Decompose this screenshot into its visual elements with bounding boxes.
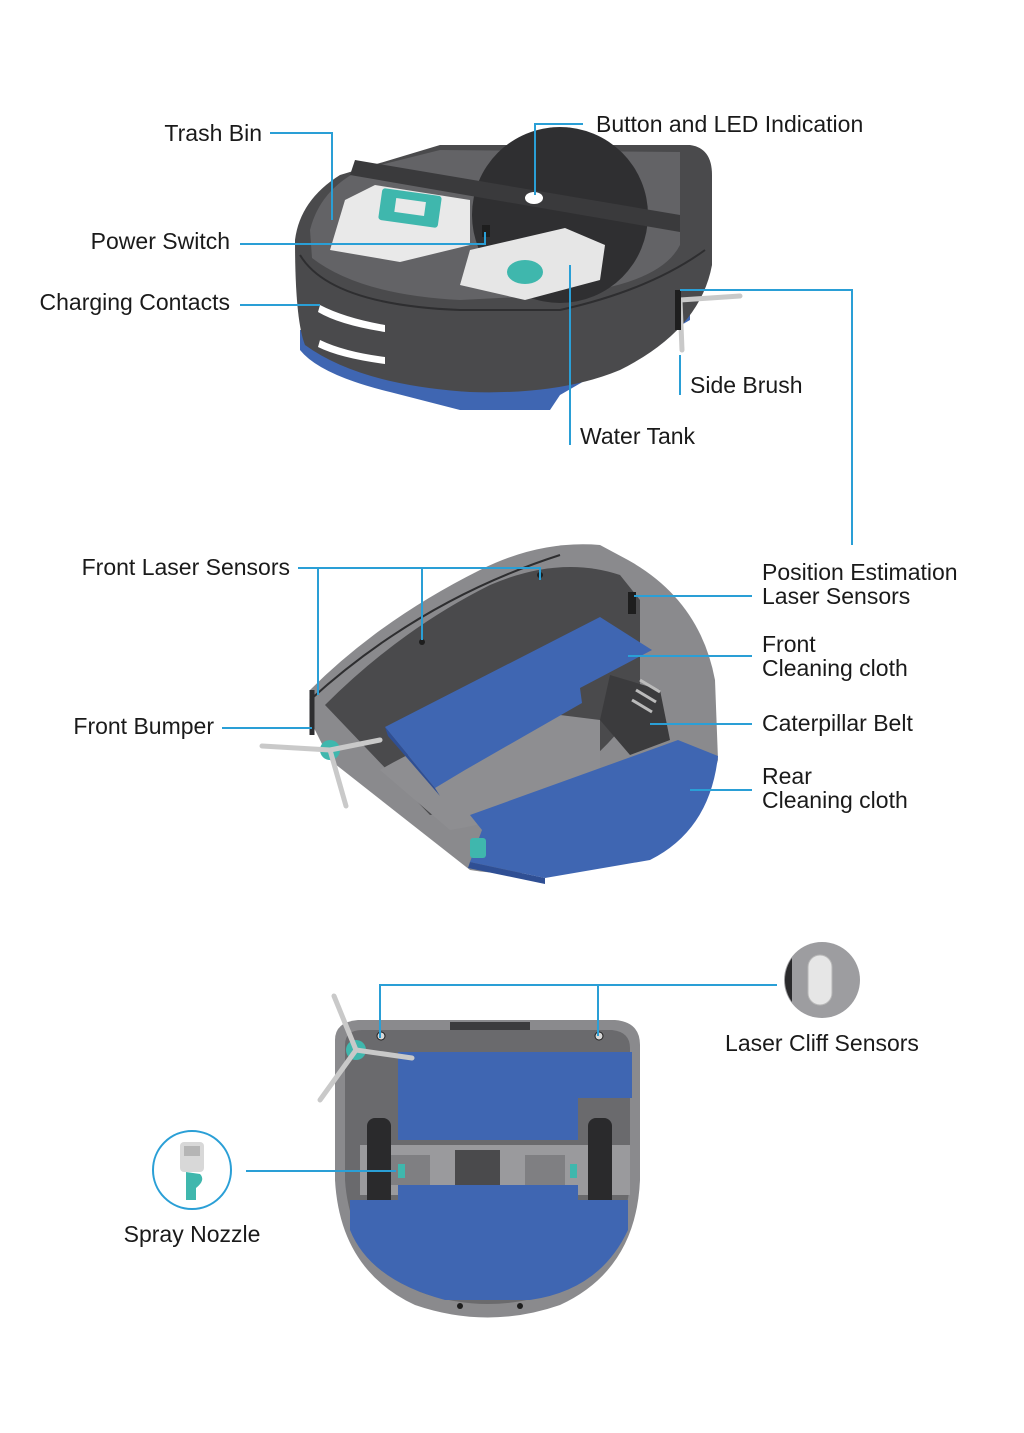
- label-front-cloth-1: Front: [762, 631, 816, 657]
- label-rear-cloth-2: Cleaning cloth: [762, 787, 908, 813]
- label-side-brush: Side Brush: [690, 372, 803, 398]
- label-charging-contacts: Charging Contacts: [40, 289, 231, 315]
- label-water-tank: Water Tank: [580, 423, 696, 449]
- label-front-cloth-2: Cleaning cloth: [762, 655, 908, 681]
- label-rear-cloth-1: Rear: [762, 763, 812, 789]
- laser-cliff-sensor-detail: [784, 942, 860, 1018]
- label-caterpillar-belt: Caterpillar Belt: [762, 710, 913, 736]
- label-position-estimation-2: Laser Sensors: [762, 583, 910, 609]
- label-laser-cliff-sensors: Laser Cliff Sensors: [725, 1030, 919, 1056]
- label-button-led: Button and LED Indication: [596, 111, 863, 137]
- bottom-view-robot: [320, 996, 640, 1318]
- label-front-bumper: Front Bumper: [73, 713, 214, 739]
- label-position-estimation-1: Position Estimation: [762, 559, 958, 585]
- label-spray-nozzle: Spray Nozzle: [124, 1221, 261, 1247]
- label-trash-bin: Trash Bin: [164, 120, 262, 146]
- spray-nozzle-detail: [153, 1131, 231, 1209]
- top-view-robot: [295, 127, 740, 410]
- label-front-laser-sensors: Front Laser Sensors: [82, 554, 290, 580]
- label-power-switch: Power Switch: [91, 228, 230, 254]
